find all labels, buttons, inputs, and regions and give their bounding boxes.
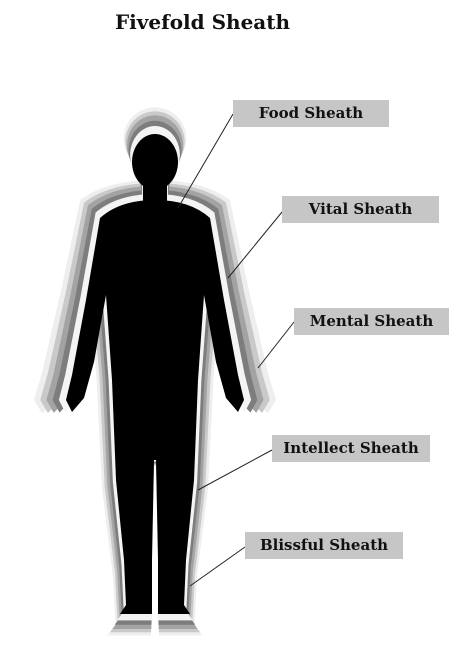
label-intellect-sheath: Intellect Sheath — [272, 435, 430, 462]
label-mental-sheath: Mental Sheath — [294, 308, 449, 335]
label-vital-sheath: Vital Sheath — [282, 196, 439, 223]
label-food-sheath: Food Sheath — [233, 100, 389, 127]
label-blissful-sheath: Blissful Sheath — [245, 532, 403, 559]
leader-mental — [258, 322, 294, 368]
